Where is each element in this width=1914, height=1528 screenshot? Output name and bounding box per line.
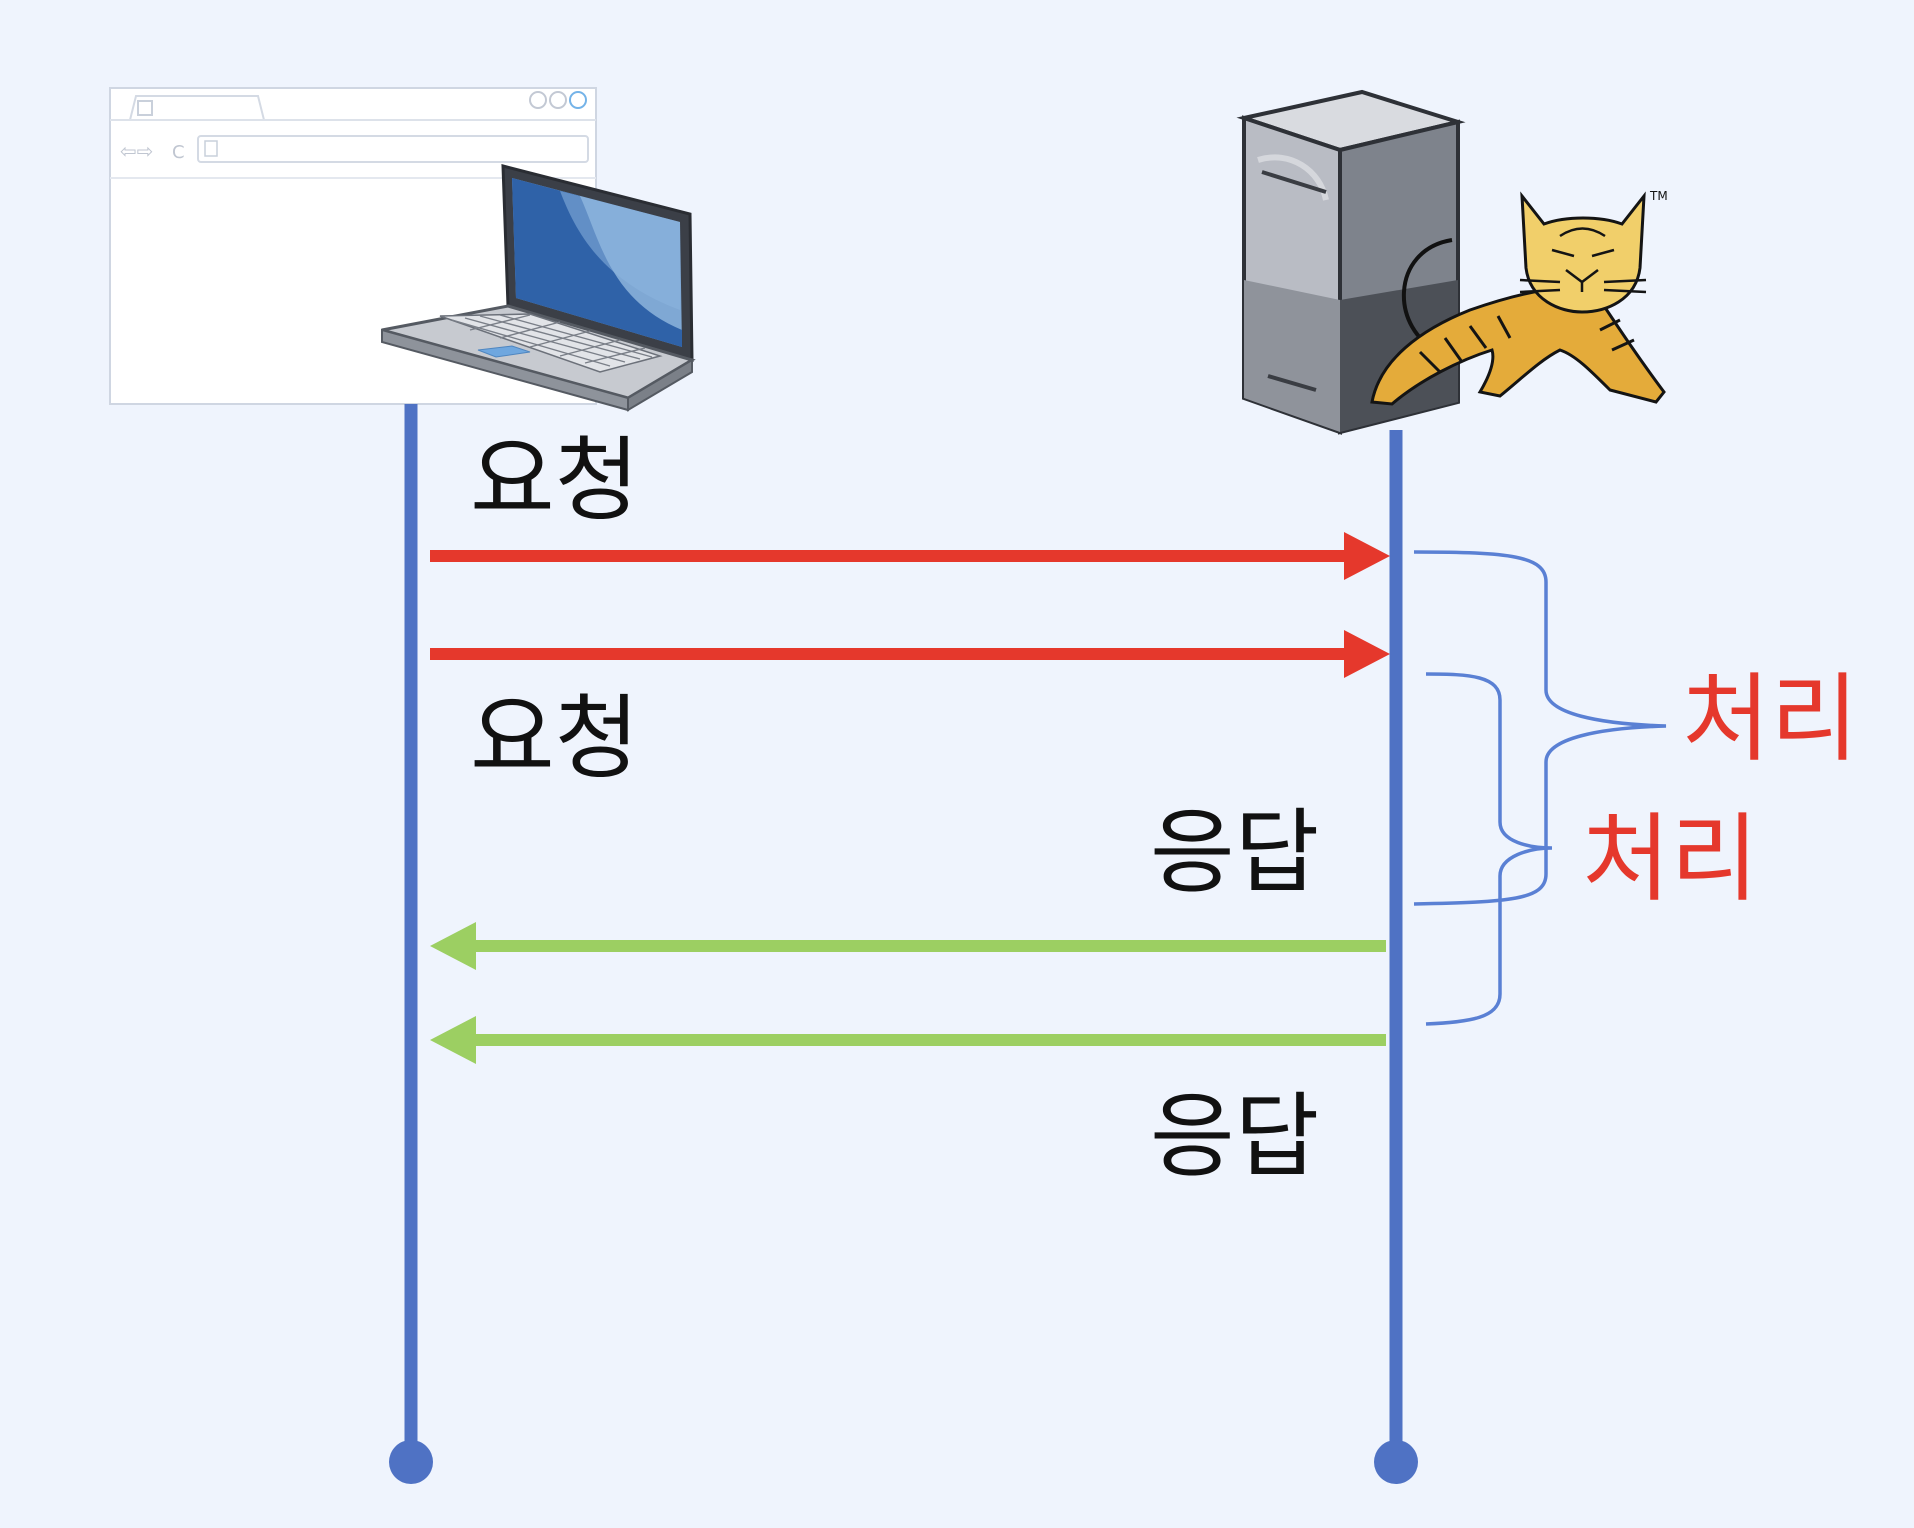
svg-text:⇦⇨: ⇦⇨ [120,139,154,163]
response-arrow-2 [430,1016,1386,1064]
laptop-icon [381,164,696,412]
tomcat-cat-icon: TM [1370,189,1668,406]
client-icon: ⇦⇨ C [109,87,696,412]
process-label-2: 처리 [1582,803,1759,915]
request-label-1: 요청 [470,427,639,534]
svg-text:TM: TM [1649,189,1668,203]
request-arrow-2 [430,630,1390,678]
response-label-1: 응답 [1150,799,1319,906]
server-icon: TM [1236,89,1668,435]
processing-brace-1 [1413,550,1667,906]
request-label-2: 요청 [470,685,639,792]
svg-text:C: C [172,142,185,163]
server-lifeline [1374,430,1418,1484]
processing-brace-2 [1425,672,1553,1026]
request-arrow-1 [430,532,1390,580]
client-lifeline [389,404,433,1484]
response-label-2: 응답 [1150,1083,1319,1190]
response-arrow-1 [430,922,1386,970]
process-label-1: 처리 [1682,663,1859,775]
